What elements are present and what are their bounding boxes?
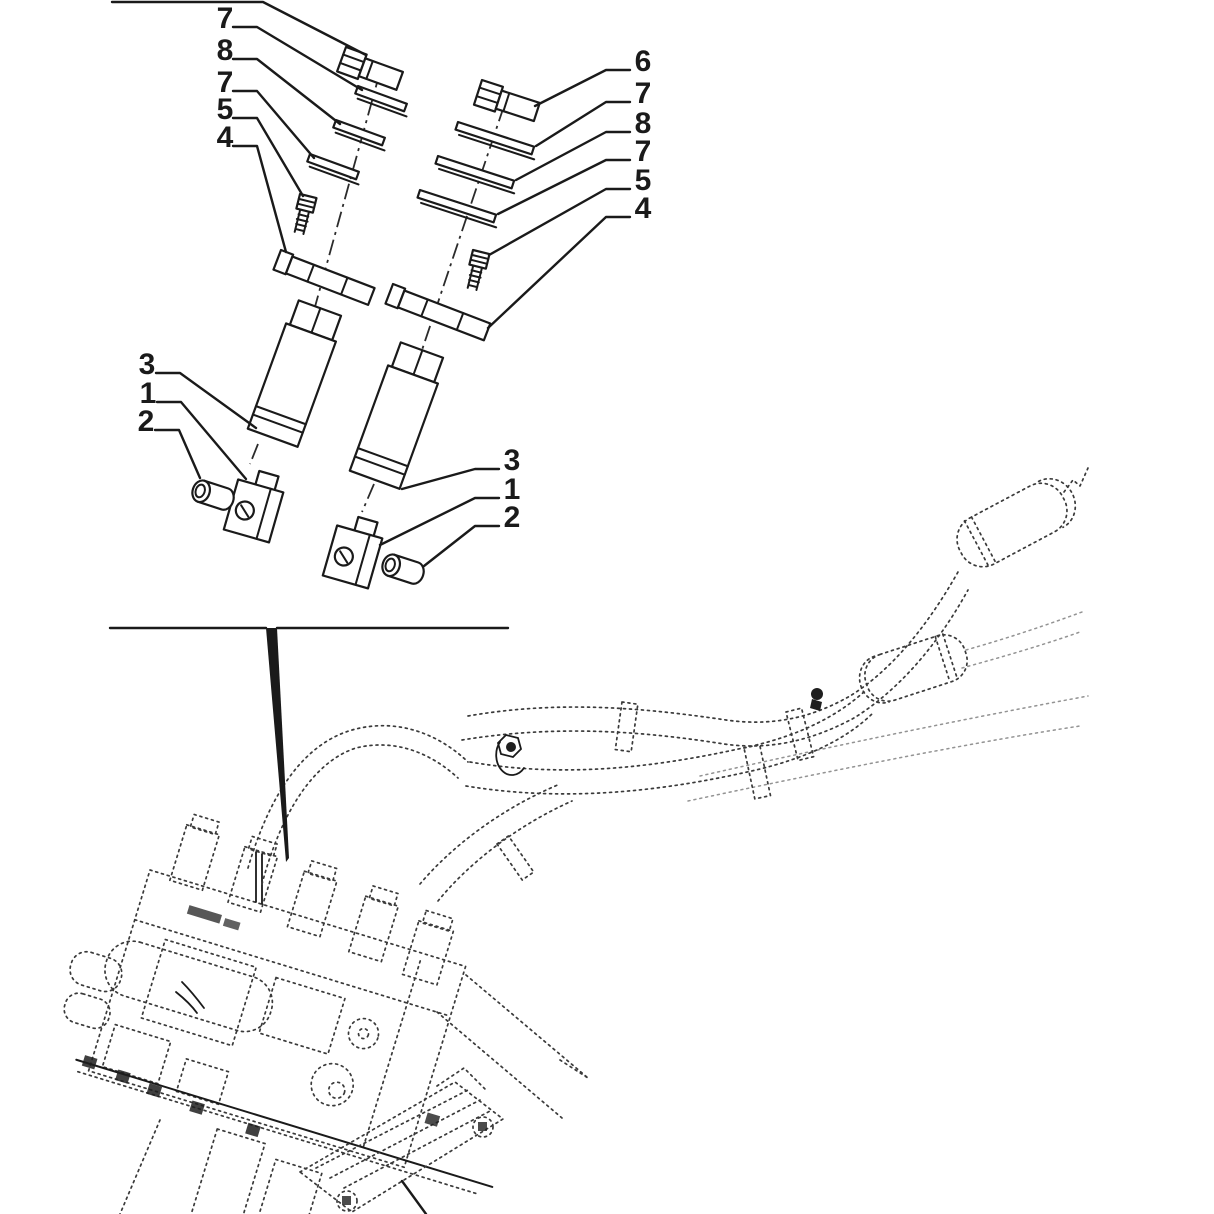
flat-washer <box>416 188 498 229</box>
center-axis-right <box>419 105 505 357</box>
flat-washer <box>332 118 386 152</box>
callout-label: 5 <box>635 164 652 197</box>
bottom-leader-line <box>400 1179 428 1214</box>
leader-line <box>231 116 305 198</box>
port-fittings <box>169 813 455 986</box>
flat-washer <box>306 152 360 186</box>
clamp-bar <box>384 282 492 342</box>
leader-line <box>422 524 501 568</box>
leader-lines <box>110 0 632 568</box>
accumulator-canister <box>246 299 343 448</box>
callout-label: 2 <box>138 405 155 438</box>
valve-assembly-phantom <box>63 467 1089 1214</box>
callout-label: 1 <box>140 377 157 410</box>
flat-washer <box>354 84 408 118</box>
mounting-plate <box>299 1067 504 1213</box>
callout-label: 7 <box>217 66 234 99</box>
leader-line <box>496 158 632 216</box>
leader-line <box>153 428 202 480</box>
callout-label: 7 <box>635 135 652 168</box>
leader-line <box>378 496 501 547</box>
leader-line <box>514 130 632 182</box>
cap-screw <box>293 192 318 236</box>
flat-washer <box>434 154 516 195</box>
hydraulic-hoses <box>247 467 1089 902</box>
center-axes <box>249 71 505 513</box>
hose-canister <box>858 633 968 704</box>
callout-label: 8 <box>217 34 234 67</box>
right-exploded-group <box>321 78 541 590</box>
support-arm <box>436 974 589 1119</box>
hose-clamp-hardware <box>495 688 823 776</box>
clamp-block <box>321 515 384 590</box>
leader-line <box>231 144 288 254</box>
hose-canister <box>956 477 1077 568</box>
leader-line <box>534 100 632 148</box>
center-axis-left-lower <box>249 443 259 465</box>
callout-label: 4 <box>217 121 234 154</box>
callout-label: 3 <box>139 348 156 381</box>
callout-label: 7 <box>635 77 652 110</box>
center-axis-left <box>307 71 381 333</box>
mounting-rail <box>75 1058 494 1188</box>
leader-line <box>400 467 501 491</box>
accumulator-canister <box>348 341 445 490</box>
callout-numbers: 7 8 7 5 4 3 1 2 6 7 8 7 5 4 3 1 2 <box>138 2 652 534</box>
retaining-pin <box>381 553 425 585</box>
callout-label: 5 <box>217 93 234 126</box>
leader-line <box>231 89 316 160</box>
lower-stem-line <box>119 1119 161 1214</box>
leader-line-cut-top <box>110 0 368 57</box>
callout-label: 1 <box>504 473 521 506</box>
callout-label: 4 <box>635 192 652 225</box>
callout-label: 8 <box>635 107 652 140</box>
left-exploded-group <box>191 45 408 544</box>
leader-line <box>231 57 342 126</box>
retaining-pin <box>191 479 235 511</box>
callout-label: 6 <box>635 45 652 78</box>
callout-label: 2 <box>504 501 521 534</box>
clamp-bar <box>272 248 376 306</box>
valve-solid-detail <box>175 991 198 1014</box>
hex-bolt <box>336 45 404 91</box>
valve-solid-detail <box>181 981 205 1009</box>
leader-line <box>155 400 248 481</box>
group-bracket <box>108 626 510 862</box>
flat-washer <box>454 120 536 161</box>
hex-bolt <box>472 78 541 123</box>
cap-screw <box>466 248 491 292</box>
callout-label: 7 <box>217 2 234 35</box>
callout-label: 3 <box>504 444 521 477</box>
leader-line <box>231 25 364 92</box>
center-axis-right-lower <box>361 483 375 513</box>
leader-line <box>487 187 632 257</box>
leader-line <box>486 215 632 330</box>
control-valve-block <box>63 813 494 1214</box>
leader-line <box>533 68 632 108</box>
leader-line <box>154 371 258 430</box>
pointer-arrow <box>266 628 289 862</box>
stamp-mark <box>186 905 241 931</box>
